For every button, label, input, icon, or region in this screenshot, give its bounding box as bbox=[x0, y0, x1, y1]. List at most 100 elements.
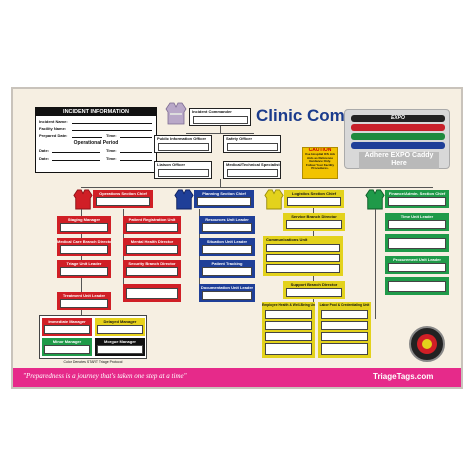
resources-leader-name-field[interactable] bbox=[202, 223, 252, 232]
marker-blue[interactable] bbox=[351, 142, 445, 149]
op-time-label-2: Time: bbox=[106, 156, 117, 161]
staging-manager-label: Staging Manager bbox=[67, 217, 101, 222]
planning-chief-name-field[interactable] bbox=[197, 197, 251, 206]
documentation-unit-leader-label: Documentation Unit Leader bbox=[200, 285, 254, 290]
marker-green[interactable] bbox=[351, 133, 445, 140]
minor-manager-name-field[interactable] bbox=[44, 345, 90, 354]
footer-tagline: "Preparedness is a journey that's taken … bbox=[23, 372, 187, 380]
pio-name-field[interactable] bbox=[158, 143, 209, 151]
logistics-section-chief-label: Logistics Section Chief bbox=[291, 191, 337, 196]
marker-caddy: EXPO Adhere EXPO Caddy Here bbox=[344, 109, 450, 169]
resources-unit-leader-box: Resources Unit Leader bbox=[199, 216, 255, 234]
procurement-leader-name-field[interactable] bbox=[388, 263, 446, 272]
finance-blank-field-1[interactable] bbox=[388, 238, 446, 249]
facility-name-label: Facility Name: bbox=[39, 126, 67, 131]
planning-section-chief-box: Planning Section Chief bbox=[194, 190, 254, 208]
liaison-officer-name-field[interactable] bbox=[158, 169, 209, 177]
treatment-leader-name-field[interactable] bbox=[60, 299, 108, 308]
communications-name-field-2[interactable] bbox=[266, 254, 340, 262]
situation-leader-name-field[interactable] bbox=[202, 245, 252, 254]
triage-leader-name-field[interactable] bbox=[60, 267, 108, 276]
employee-health-unit-box: Employee Health & Well-Being Unit bbox=[262, 302, 315, 358]
labor-pool-unit-box: Labor Pool & Credentialing Unit bbox=[318, 302, 371, 358]
incident-commander-name-field[interactable] bbox=[193, 116, 248, 124]
labor-pool-field-3[interactable] bbox=[321, 332, 368, 341]
immediate-manager-label: Immediate Manager bbox=[48, 319, 86, 324]
footer-bar: "Preparedness is a journey that's taken … bbox=[13, 368, 461, 387]
prepared-time-label: Time: bbox=[106, 133, 117, 138]
mental-health-director-box: Mental Health Director bbox=[123, 238, 181, 256]
caddy-label: Adhere EXPO Caddy Here bbox=[359, 152, 439, 169]
planning-vest-icon bbox=[174, 188, 194, 210]
medical-care-director-name-field[interactable] bbox=[60, 245, 108, 254]
footer-website[interactable]: TriageTags.com bbox=[373, 372, 434, 381]
liaison-officer-label: Liaison Officer bbox=[157, 162, 186, 167]
service-branch-director-box: Service Branch Director bbox=[283, 213, 345, 231]
delayed-manager-name-field[interactable] bbox=[97, 325, 143, 334]
morgue-manager-box: Morgue Manager bbox=[95, 338, 145, 356]
safety-officer-name-field[interactable] bbox=[227, 143, 278, 151]
service-branch-name-field[interactable] bbox=[286, 220, 342, 229]
communications-unit-box: Communications Unit bbox=[263, 236, 343, 276]
treatment-unit-leader-label: Treatment Unit Leader bbox=[62, 293, 106, 298]
finance-chief-name-field[interactable] bbox=[388, 197, 446, 206]
marker-brand-label: EXPO bbox=[391, 115, 405, 121]
finance-blank-box-1 bbox=[385, 234, 449, 252]
finance-section-chief-label: Finance/Admin. Section Chief bbox=[388, 191, 446, 196]
mental-health-name-field[interactable] bbox=[126, 245, 178, 254]
patient-registration-name-field[interactable] bbox=[126, 223, 178, 232]
patient-registration-unit-label: Patient Registration Unit bbox=[128, 217, 176, 222]
patient-tracking-label: Patient Tracking bbox=[211, 261, 243, 266]
operational-period-label: Operational Period bbox=[73, 140, 119, 146]
medical-specialist-name-field[interactable] bbox=[227, 169, 278, 177]
support-branch-name-field[interactable] bbox=[286, 288, 342, 297]
staging-manager-box: Staging Manager bbox=[57, 216, 111, 234]
finance-blank-field-2[interactable] bbox=[388, 281, 446, 292]
logistics-chief-name-field[interactable] bbox=[287, 197, 341, 206]
treatment-unit-leader-box: Treatment Unit Leader bbox=[57, 292, 111, 310]
labor-pool-field-2[interactable] bbox=[321, 321, 368, 330]
communications-unit-label: Communications Unit bbox=[266, 237, 308, 242]
labor-pool-field-4[interactable] bbox=[321, 343, 368, 355]
caution-note: CAUTION Use Hospital ICS Job Aids as Ref… bbox=[302, 147, 338, 179]
security-branch-director-box: Security Branch Director bbox=[123, 260, 181, 278]
prepared-date-label: Prepared Date: bbox=[39, 133, 68, 138]
command-board: INCIDENT INFORMATION Incident Name: Faci… bbox=[11, 87, 463, 389]
staging-manager-name-field[interactable] bbox=[60, 223, 108, 232]
security-director-name-field[interactable] bbox=[126, 267, 178, 276]
communications-name-field-1[interactable] bbox=[266, 244, 340, 252]
documentation-leader-name-field[interactable] bbox=[202, 291, 252, 300]
morgue-manager-name-field[interactable] bbox=[97, 345, 143, 354]
operations-vest-icon bbox=[73, 188, 93, 210]
support-branch-director-label: Support Branch Director bbox=[290, 282, 338, 287]
finance-vest-icon bbox=[365, 188, 385, 210]
immediate-manager-box: Immediate Manager bbox=[42, 318, 92, 336]
time-leader-name-field[interactable] bbox=[388, 220, 446, 229]
incident-name-label: Incident Name: bbox=[39, 119, 68, 124]
operations-section-chief-label: Operations Section Chief bbox=[99, 191, 147, 196]
employee-health-field-3[interactable] bbox=[265, 332, 312, 341]
triage-unit-leader-label: Triage Unit Leader bbox=[66, 261, 102, 266]
labor-pool-unit-label: Labor Pool & Credentialing Unit bbox=[319, 303, 370, 307]
triage-legend: Color Denotes START Triage Protocol bbox=[63, 360, 123, 364]
communications-name-field-3[interactable] bbox=[266, 264, 340, 273]
employee-health-field-4[interactable] bbox=[265, 343, 312, 355]
immediate-manager-name-field[interactable] bbox=[44, 325, 90, 334]
situation-unit-leader-box: Situation Unit Leader bbox=[199, 238, 255, 256]
patient-tracking-name-field[interactable] bbox=[202, 267, 252, 276]
labor-pool-field-1[interactable] bbox=[321, 310, 368, 319]
medical-technical-specialist-box: Medical/Technical Specialist bbox=[223, 161, 281, 179]
morgue-manager-label: Morgue Manager bbox=[103, 339, 136, 344]
employee-health-field-1[interactable] bbox=[265, 310, 312, 319]
marker-black[interactable]: EXPO bbox=[351, 115, 445, 122]
service-branch-director-label: Service Branch Director bbox=[291, 214, 337, 219]
mental-health-director-label: Mental Health Director bbox=[130, 239, 174, 244]
employee-health-field-2[interactable] bbox=[265, 321, 312, 330]
blank-red-name-field[interactable] bbox=[126, 288, 178, 299]
operations-chief-name-field[interactable] bbox=[96, 197, 150, 206]
delayed-manager-label: Delayed Manager bbox=[103, 319, 137, 324]
marker-red[interactable] bbox=[351, 124, 445, 131]
medical-care-branch-director-box: Medical Care Branch Director bbox=[57, 238, 111, 256]
delayed-manager-box: Delayed Manager bbox=[95, 318, 145, 336]
public-information-officer-label: Public Information Officer bbox=[157, 136, 207, 141]
